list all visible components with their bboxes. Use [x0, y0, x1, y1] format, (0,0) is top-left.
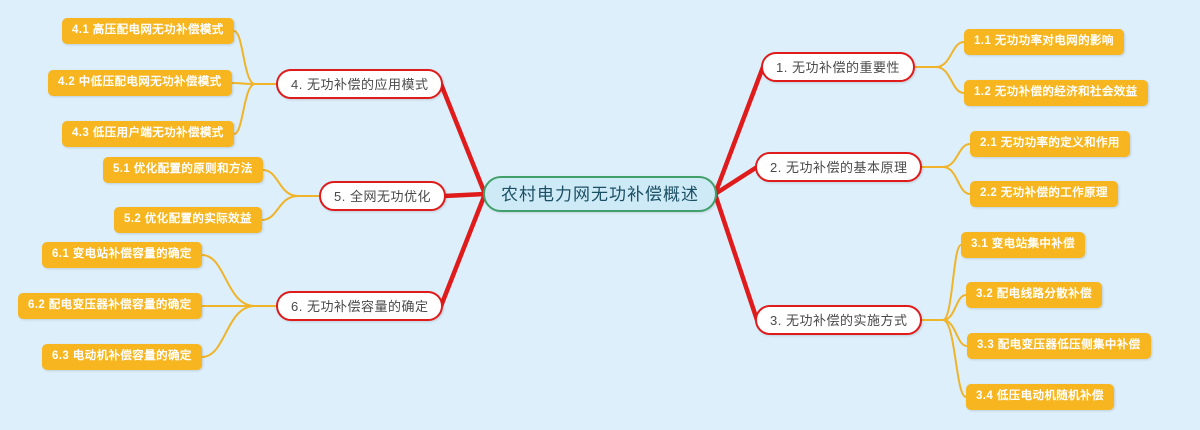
leaf-node-2-1-label: 2.1 无功功率的定义和作用	[980, 137, 1120, 150]
connector-line	[262, 169, 299, 197]
branch-node-5-label: 5. 全网无功优化	[334, 188, 431, 204]
branch-node-4-label: 4. 无功补偿的应用模式	[291, 76, 429, 92]
leaf-node-3-3[interactable]: 3.3 配电变压器低压侧集中补偿	[967, 333, 1151, 359]
leaf-node-6-3-label: 6.3 电动机补偿容量的确定	[52, 350, 192, 363]
leaf-node-3-3-label: 3.3 配电变压器低压侧集中补偿	[977, 339, 1141, 352]
branch-node-4[interactable]: 4. 无功补偿的应用模式	[276, 69, 444, 99]
leaf-node-1-2-label: 1.2 无功补偿的经济和社会效益	[974, 86, 1138, 99]
leaf-node-6-1[interactable]: 6.1 变电站补偿容量的确定	[42, 242, 202, 268]
connector-line	[942, 319, 967, 398]
leaf-node-5-1-label: 5.1 优化配置的原则和方法	[113, 163, 253, 176]
branch-node-3[interactable]: 3. 无功补偿的实施方式	[755, 305, 923, 335]
leaf-node-3-2-label: 3.2 配电线路分散补偿	[976, 288, 1092, 301]
connector-line	[712, 191, 760, 323]
leaf-node-6-3[interactable]: 6.3 电动机补偿容量的确定	[42, 344, 202, 370]
leaf-node-4-1-label: 4.1 高压配电网无功补偿模式	[72, 24, 224, 37]
leaf-node-2-1[interactable]: 2.1 无功功率的定义和作用	[970, 131, 1130, 157]
leaf-node-1-2[interactable]: 1.2 无功补偿的经济和社会效益	[964, 80, 1148, 106]
leaf-node-4-1[interactable]: 4.1 高压配电网无功补偿模式	[62, 18, 234, 44]
connector-line	[942, 244, 962, 321]
connector-line	[438, 191, 488, 309]
leaf-node-6-2[interactable]: 6.2 配电变压器补偿容量的确定	[18, 293, 202, 319]
branch-node-2[interactable]: 2. 无功补偿的基本原理	[755, 152, 923, 182]
connector-line	[942, 143, 971, 168]
branch-node-1[interactable]: 1. 无功补偿的重要性	[761, 52, 915, 82]
connector-line	[233, 83, 256, 135]
leaf-node-4-3-label: 4.3 低压用户端无功补偿模式	[72, 127, 224, 140]
leaf-node-6-2-label: 6.2 配电变压器补偿容量的确定	[28, 299, 192, 312]
leaf-node-4-3[interactable]: 4.3 低压用户端无功补偿模式	[62, 121, 234, 147]
connector-line	[231, 82, 256, 85]
leaf-node-3-1-label: 3.1 变电站集中补偿	[971, 238, 1076, 251]
leaf-node-5-2[interactable]: 5.2 优化配置的实际效益	[114, 207, 262, 233]
leaf-node-1-1[interactable]: 1.1 无功功率对电网的影响	[964, 29, 1124, 55]
leaf-node-4-2-label: 4.2 中低压配电网无功补偿模式	[58, 76, 222, 89]
branch-node-2-label: 2. 无功补偿的基本原理	[770, 159, 908, 175]
leaf-node-1-1-label: 1.1 无功功率对电网的影响	[974, 35, 1114, 48]
connector-line	[942, 294, 967, 321]
connector-line	[201, 305, 256, 358]
connector-line	[201, 254, 256, 307]
connector-line	[233, 30, 256, 85]
leaf-node-3-2[interactable]: 3.2 配电线路分散补偿	[966, 282, 1102, 308]
leaf-node-2-2-label: 2.2 无功补偿的工作原理	[980, 187, 1108, 200]
connector-line	[942, 166, 971, 195]
branch-node-1-label: 1. 无功补偿的重要性	[776, 59, 900, 75]
leaf-node-5-2-label: 5.2 优化配置的实际效益	[124, 213, 252, 226]
connector-line	[712, 164, 760, 197]
leaf-node-2-2[interactable]: 2.2 无功补偿的工作原理	[970, 181, 1118, 207]
branch-node-6[interactable]: 6. 无功补偿容量的确定	[276, 291, 444, 321]
root-node[interactable]: 农村电力网无功补偿概述	[483, 176, 717, 212]
root-node-label: 农村电力网无功补偿概述	[501, 184, 699, 204]
connector-line	[441, 191, 488, 199]
branch-node-3-label: 3. 无功补偿的实施方式	[770, 312, 908, 328]
leaf-node-3-1[interactable]: 3.1 变电站集中补偿	[961, 232, 1086, 258]
leaf-node-4-2[interactable]: 4.2 中低压配电网无功补偿模式	[48, 70, 232, 96]
branch-node-6-label: 6. 无功补偿容量的确定	[291, 298, 429, 314]
connector-line	[935, 41, 965, 68]
connector-line	[935, 66, 965, 94]
connector-line	[942, 319, 968, 347]
leaf-node-3-4-label: 3.4 低压电动机随机补偿	[976, 390, 1104, 403]
connector-line	[712, 64, 766, 197]
branch-node-5[interactable]: 5. 全网无功优化	[319, 181, 446, 211]
connector-line	[438, 81, 488, 197]
connector-line	[261, 195, 299, 221]
leaf-node-6-1-label: 6.1 变电站补偿容量的确定	[52, 248, 192, 261]
leaf-node-3-4[interactable]: 3.4 低压电动机随机补偿	[966, 384, 1114, 410]
leaf-node-5-1[interactable]: 5.1 优化配置的原则和方法	[103, 157, 263, 183]
